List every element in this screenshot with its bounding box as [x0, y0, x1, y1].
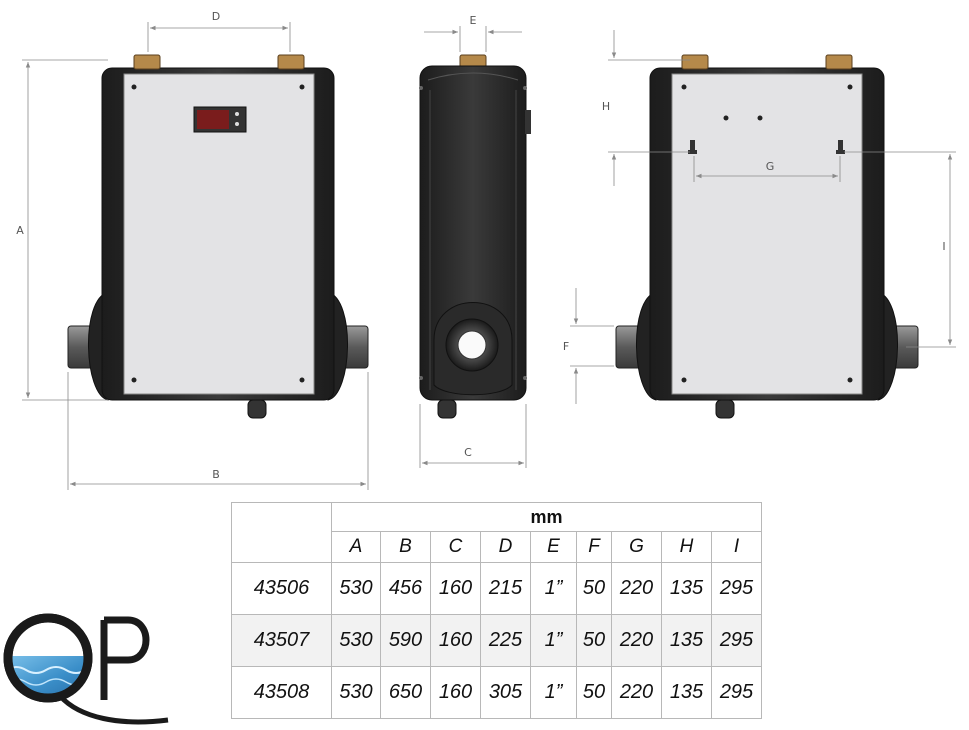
- value-cell: 305: [480, 666, 531, 719]
- value-cell: 135: [661, 562, 712, 615]
- side-tab: [525, 110, 531, 134]
- hanger-icon: [836, 140, 845, 154]
- screw-icon: [523, 376, 527, 380]
- hanger-icon: [688, 140, 697, 154]
- side-cable-gland: [437, 399, 457, 419]
- screw-icon: [131, 377, 137, 383]
- value-cell: 650: [380, 666, 431, 719]
- back-fitting-left: [681, 54, 709, 70]
- value-cell: 50: [576, 666, 612, 719]
- qp-logo: QP: [3, 613, 169, 725]
- dimension-label-b: B: [212, 468, 220, 481]
- value-cell: 50: [576, 562, 612, 615]
- table-unit-header: mm: [331, 502, 762, 532]
- back-fitting-right: [825, 54, 853, 70]
- screw-icon: [847, 377, 853, 383]
- value-cell: 295: [711, 666, 762, 719]
- screw-icon: [681, 377, 687, 383]
- value-cell: 295: [711, 562, 762, 615]
- value-cell: 160: [430, 614, 481, 667]
- mount-hole-icon: [757, 115, 763, 121]
- screw-icon: [131, 84, 137, 90]
- back-cable-gland: [715, 399, 735, 419]
- dimension-label-i: I: [942, 240, 945, 253]
- display-button-icon: [235, 122, 239, 126]
- value-cell: 1”: [530, 666, 577, 719]
- column-header: C: [430, 531, 481, 563]
- control-display-screen: [197, 110, 229, 129]
- value-cell: 530: [331, 666, 381, 719]
- front-view: D A B: [16, 10, 369, 490]
- technical-drawing: D A B E C: [16, 10, 956, 490]
- value-cell: 215: [480, 562, 531, 615]
- dimension-label-g: G: [766, 160, 775, 173]
- screw-icon: [523, 86, 527, 90]
- model-cell: 43508: [231, 666, 332, 719]
- dimensions-table: mm A B C D E F G H I 43506 530 456 160 2…: [231, 502, 762, 719]
- dimension-label-a: A: [16, 224, 24, 237]
- column-header: F: [576, 531, 612, 563]
- value-cell: 1”: [530, 614, 577, 667]
- value-cell: 530: [331, 614, 381, 667]
- value-cell: 590: [380, 614, 431, 667]
- back-panel: [671, 73, 863, 395]
- value-cell: 220: [611, 614, 662, 667]
- value-cell: 160: [430, 666, 481, 719]
- column-header: B: [380, 531, 431, 563]
- side-view: E C: [419, 14, 531, 468]
- column-header: I: [711, 531, 762, 563]
- back-view: G H I F: [563, 30, 956, 419]
- dimension-label-e: E: [470, 14, 477, 27]
- front-cable-gland: [247, 399, 267, 419]
- column-header: G: [611, 531, 662, 563]
- screw-icon: [299, 84, 305, 90]
- column-header: A: [331, 531, 381, 563]
- screw-icon: [847, 84, 853, 90]
- column-header: E: [530, 531, 577, 563]
- dimension-label-c: C: [464, 446, 472, 459]
- dimension-label-d: D: [212, 10, 220, 23]
- table-row: 43507 530 590 160 225 1” 50 220 135 295: [231, 614, 762, 667]
- value-cell: 160: [430, 562, 481, 615]
- value-cell: 225: [480, 614, 531, 667]
- screw-icon: [419, 376, 423, 380]
- value-cell: 220: [611, 562, 662, 615]
- display-button-icon: [235, 112, 239, 116]
- value-cell: 530: [331, 562, 381, 615]
- table-row: 43508 530 650 160 305 1” 50 220 135 295: [231, 666, 762, 719]
- column-header: H: [661, 531, 712, 563]
- table-row: 43506 530 456 160 215 1” 50 220 135 295: [231, 562, 762, 615]
- screw-icon: [681, 84, 687, 90]
- value-cell: 1”: [530, 562, 577, 615]
- value-cell: 135: [661, 666, 712, 719]
- value-cell: 456: [380, 562, 431, 615]
- front-fitting-right: [277, 54, 305, 70]
- front-fitting-left: [133, 54, 161, 70]
- value-cell: 50: [576, 614, 612, 667]
- model-cell: 43506: [231, 562, 332, 615]
- model-cell: 43507: [231, 614, 332, 667]
- screw-icon: [299, 377, 305, 383]
- dimension-label-f: F: [563, 340, 569, 353]
- logo-p-letter: [100, 616, 150, 700]
- dimension-label-h: H: [602, 100, 610, 113]
- screw-icon: [419, 86, 423, 90]
- value-cell: 220: [611, 666, 662, 719]
- value-cell: 295: [711, 614, 762, 667]
- mount-hole-icon: [723, 115, 729, 121]
- column-header: D: [480, 531, 531, 563]
- value-cell: 135: [661, 614, 712, 667]
- table-corner-cell: [231, 502, 332, 563]
